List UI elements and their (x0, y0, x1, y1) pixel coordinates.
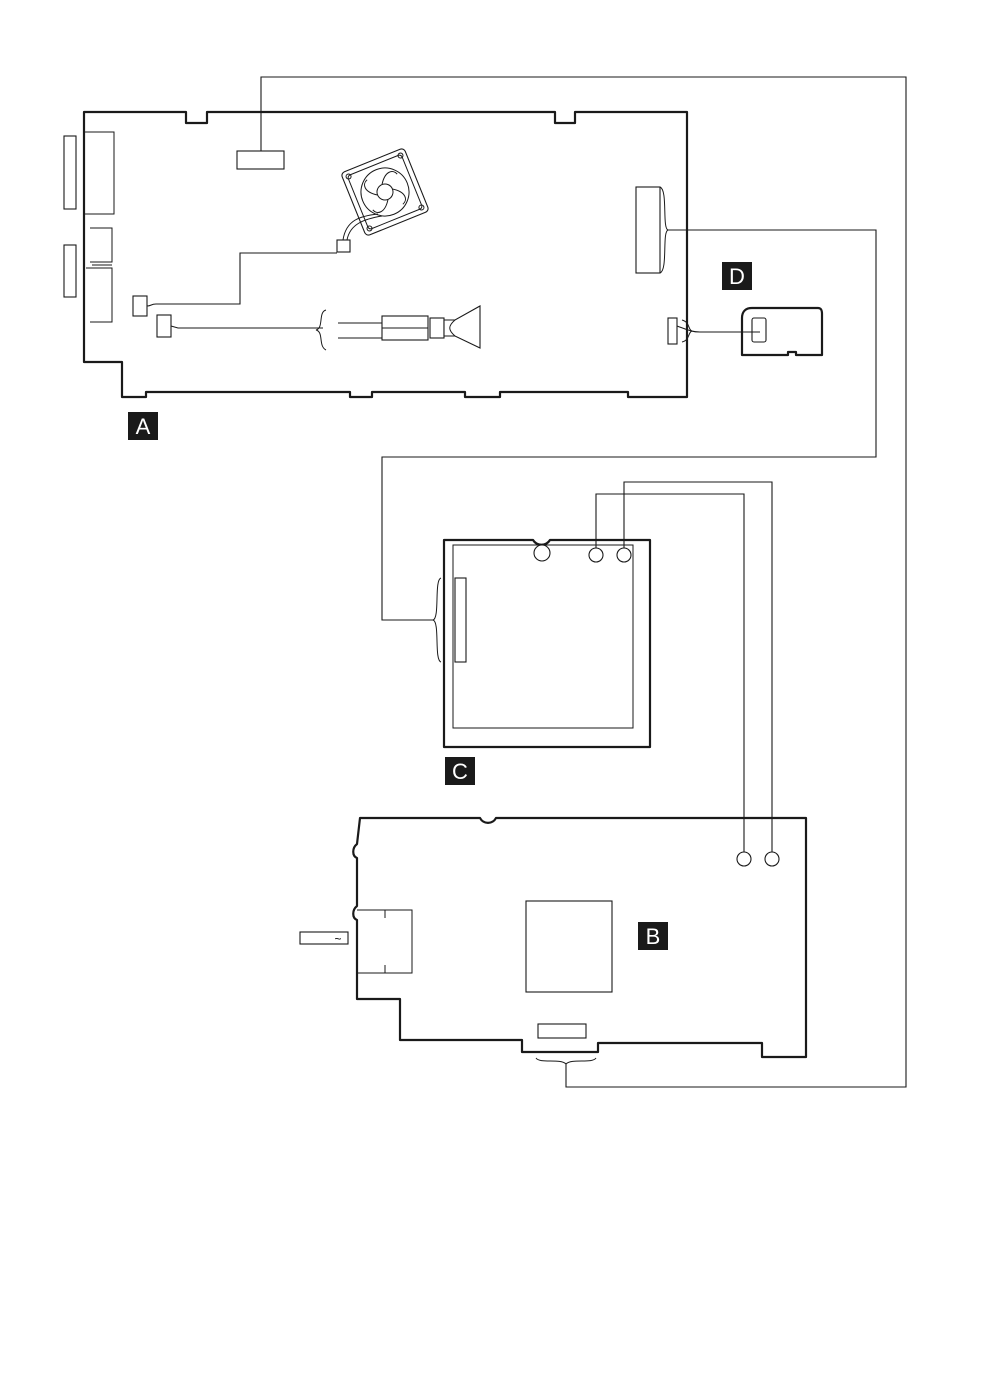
board-c (433, 540, 650, 747)
connector-speaker (157, 315, 171, 337)
ac-inlet-symbol: ~ (334, 932, 341, 946)
connector-fan (133, 296, 147, 316)
jack-b-2 (765, 852, 779, 866)
board-b: ~ (300, 818, 806, 1064)
svg-text:B: B (646, 924, 661, 949)
panel-bracket-top (84, 132, 114, 214)
connector-d-board (752, 318, 766, 342)
bracket-right (660, 187, 668, 273)
badge-b: B (638, 922, 668, 950)
board-c-outline (444, 540, 650, 747)
connector-top (237, 151, 284, 169)
wire-c-to-b-1 (596, 494, 744, 852)
connector-left-top (64, 136, 76, 209)
fan-icon (337, 148, 429, 252)
connector-d (668, 318, 677, 344)
badge-d: D (722, 262, 752, 290)
connector-right (636, 187, 660, 273)
badge-c: C (445, 757, 475, 785)
svg-text:D: D (729, 264, 745, 289)
bracket-b (536, 1058, 596, 1064)
jack-b-1 (737, 852, 751, 866)
wire-c-to-b-2 (624, 482, 772, 852)
board-a (64, 112, 687, 397)
svg-text:A: A (136, 414, 151, 439)
jack-c-2 (617, 548, 631, 562)
speaker-icon (171, 306, 480, 350)
panel-bracket-bottom (86, 228, 112, 322)
svg-text:C: C (452, 759, 468, 784)
transformer-icon (526, 901, 612, 992)
connector-b-bottom (538, 1024, 586, 1038)
connector-c (455, 578, 466, 662)
connector-left-bottom (64, 245, 76, 297)
bracket-c (433, 578, 441, 662)
wire-a-to-c (382, 230, 876, 620)
badge-a: A (128, 412, 158, 440)
jack-c-1 (589, 548, 603, 562)
hole-c (534, 545, 550, 561)
ac-inlet-icon (357, 910, 412, 973)
wire-fan (147, 253, 337, 306)
board-c-inner (453, 545, 633, 728)
board-d (677, 308, 822, 355)
